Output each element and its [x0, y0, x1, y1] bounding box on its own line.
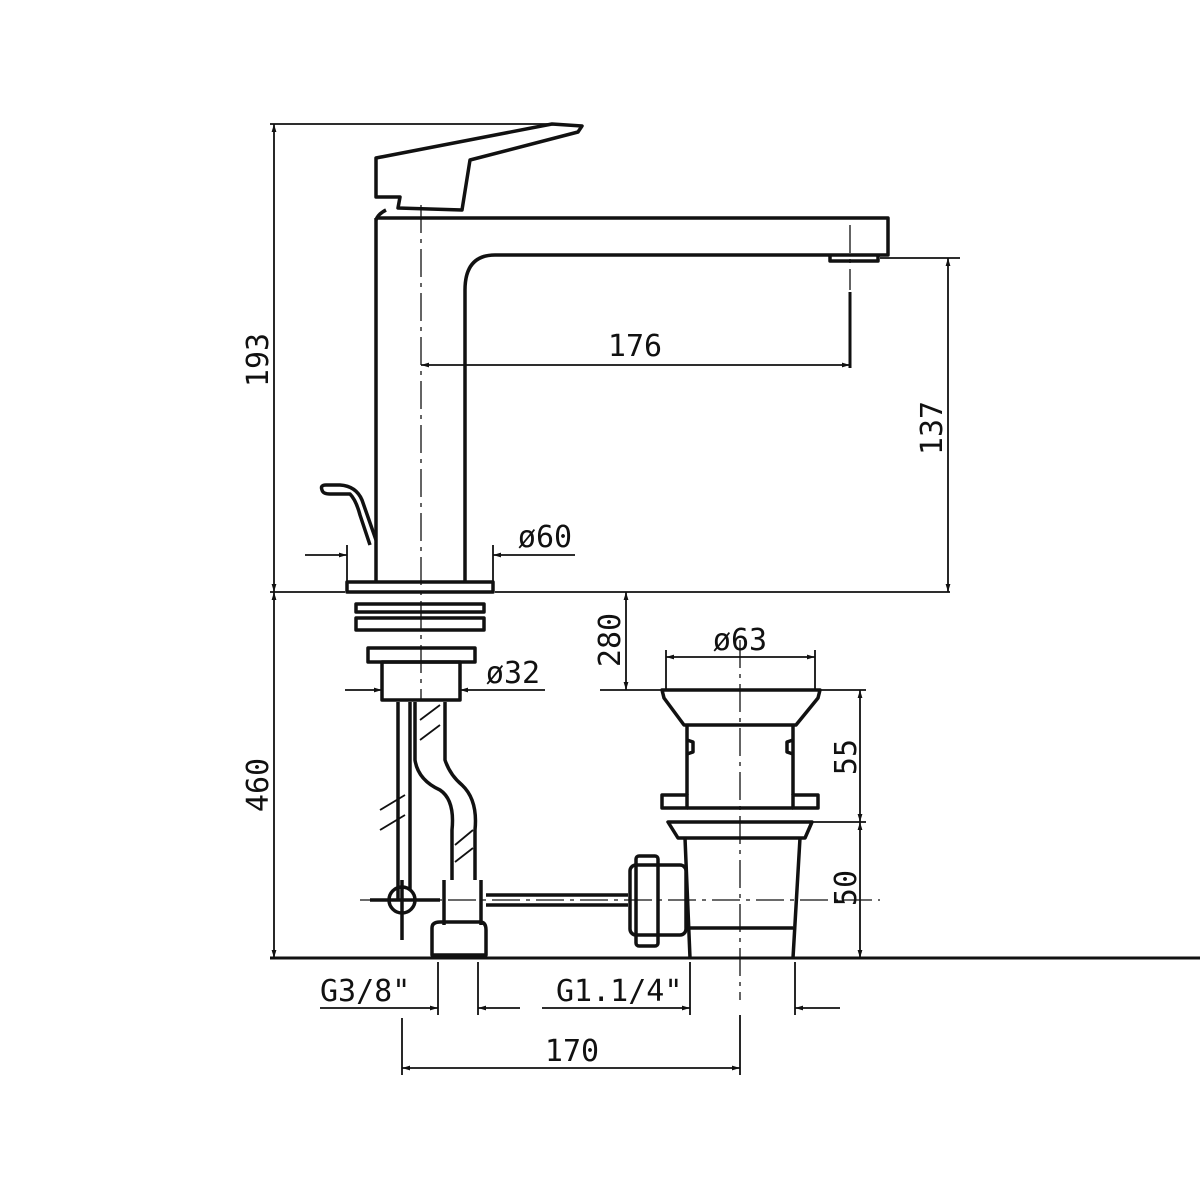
dim-170: 170: [545, 1034, 599, 1069]
dim-193: 193: [241, 333, 276, 387]
spout: [374, 216, 890, 582]
dim-176: 176: [608, 329, 662, 364]
dim-460: 460: [241, 758, 276, 812]
waste-assembly: [628, 688, 822, 959]
lever-handle: [374, 122, 584, 212]
dim-137: 137: [915, 401, 950, 455]
dim-ø32: ø32: [486, 656, 540, 691]
faucet-body: [319, 122, 890, 594]
popup-rod: [319, 483, 378, 546]
dim-ø60: ø60: [518, 520, 572, 555]
dim-g3-8: G3/8": [320, 974, 410, 1009]
dimensions: [271, 124, 951, 1075]
supply-hose: [396, 702, 478, 900]
dim-280: 280: [593, 613, 628, 667]
dim-g1-1-4: G1.1/4": [556, 974, 682, 1009]
dim-55: 55: [829, 739, 864, 775]
dim-50: 50: [829, 870, 864, 906]
mounting-kit: [354, 602, 628, 957]
supply-nut: [430, 920, 488, 957]
aerator: [828, 255, 880, 263]
valve-knob: [387, 885, 417, 915]
base-plate: [345, 580, 495, 594]
dim-ø63: ø63: [713, 623, 767, 658]
